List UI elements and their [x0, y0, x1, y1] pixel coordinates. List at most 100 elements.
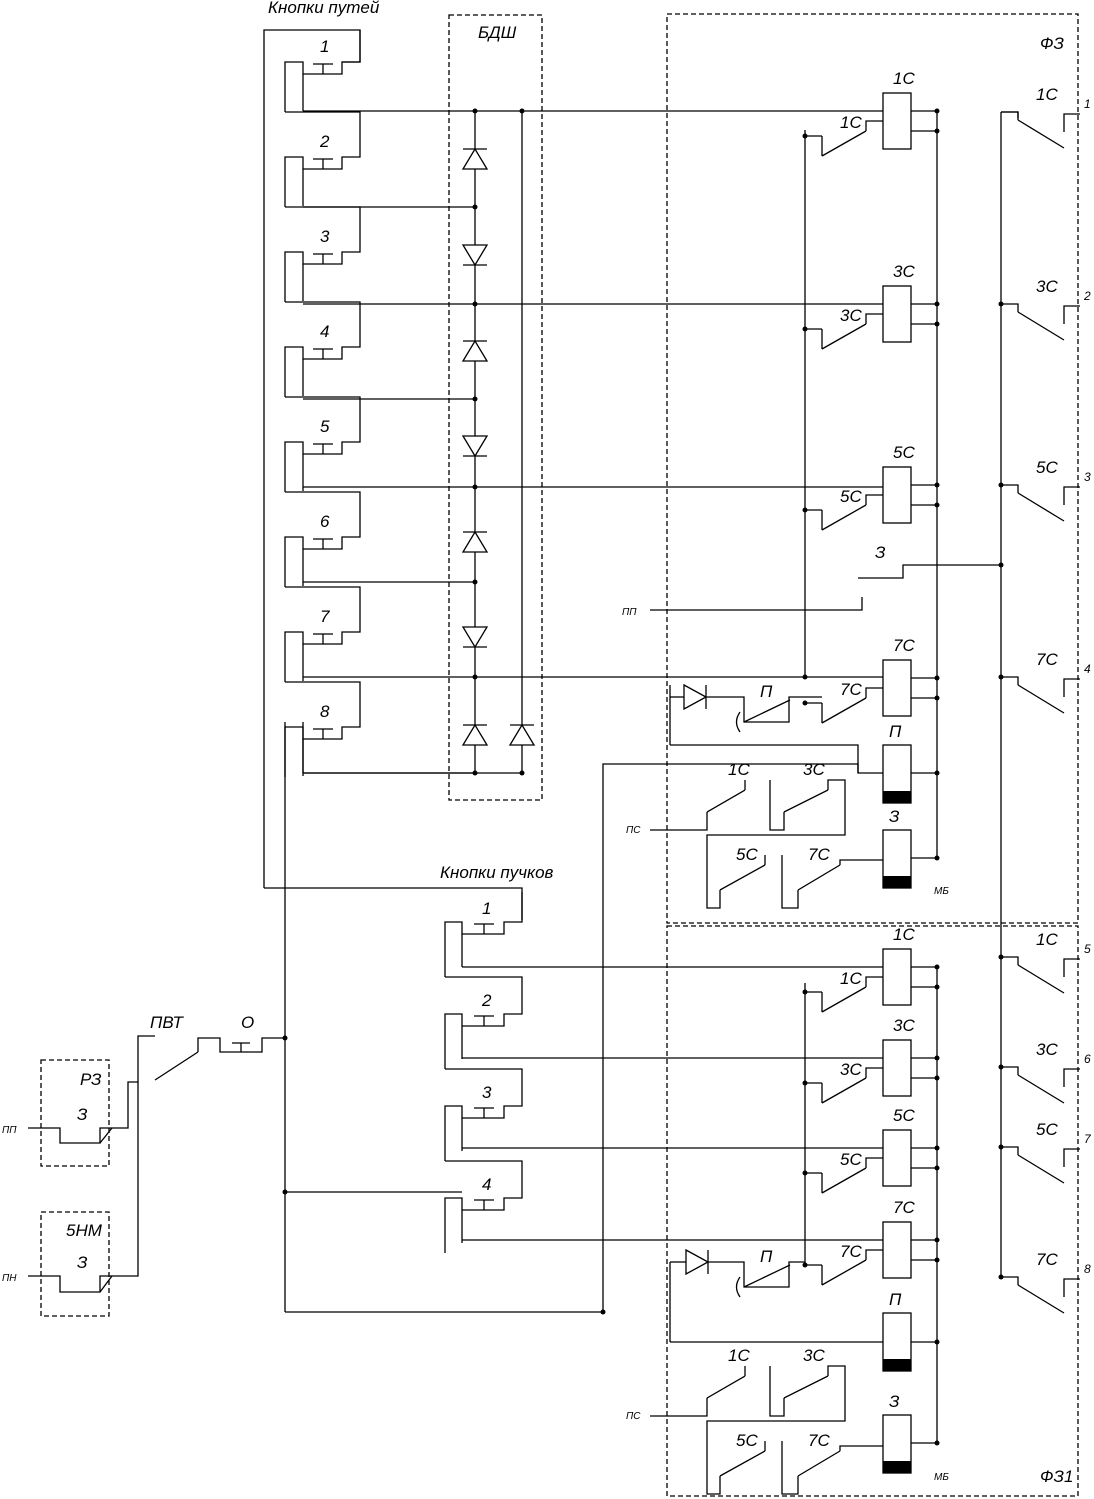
- fz-hold-label-3: 7С: [840, 680, 862, 699]
- fz-pp-blade: [743, 699, 791, 723]
- out-contact-blade-6: [1017, 1074, 1065, 1104]
- node-diode-bus-2: [472, 204, 478, 210]
- fz-hold-blade-1: [821, 323, 867, 350]
- route-common-wire: [263, 29, 361, 888]
- fz-hold-close-0: [865, 120, 883, 131]
- fz1-node-mb-a-1: [934, 1055, 940, 1061]
- fz-coil-label-0: 1С: [893, 69, 915, 88]
- fz-hold-blade-2: [821, 504, 867, 531]
- out-contact-label-7: 5С: [1036, 1120, 1058, 1139]
- pvt-o-wire: [197, 1037, 285, 1053]
- out-contact-fixed-8: [1063, 1278, 1080, 1297]
- diode-2: [461, 244, 489, 267]
- fz1-hold-label-0: 1С: [840, 969, 862, 988]
- fz1-5c-blade: [719, 1450, 766, 1477]
- fz-1c-3c-link: [769, 780, 785, 831]
- fz-node-mb-b-1: [934, 321, 940, 327]
- node-o: [282, 1035, 288, 1041]
- diode-6: [461, 626, 489, 649]
- out-contact-label-5: 1С: [1036, 930, 1058, 949]
- node-diode-bus-1: [472, 108, 478, 114]
- fz-coil-label-2: 5С: [893, 443, 915, 462]
- fz1-node-mb-a-2: [934, 1145, 940, 1151]
- out-contact-fixed-7: [1063, 1148, 1080, 1167]
- fz1-1c-label: 1С: [728, 1346, 750, 1365]
- route-button-link-1: [285, 111, 361, 125]
- fz1-pp-label: П: [760, 1247, 773, 1266]
- out-contact-fixed-6: [1063, 1068, 1080, 1087]
- fz1-hold-blade-2: [821, 1167, 867, 1194]
- rz-contact-wire: [28, 1035, 155, 1144]
- node-diode-bus-4: [472, 396, 478, 402]
- rz-block-label: РЗ: [80, 1070, 102, 1089]
- fz1-node-mb-b-3: [934, 1257, 940, 1263]
- fz-5c-label: 5С: [736, 845, 758, 864]
- fz1-node-hold-1: [802, 1080, 808, 1086]
- node-bundle4: [282, 1189, 288, 1195]
- bundle-button-link-1: [445, 976, 523, 984]
- node-diode-bus-5: [472, 484, 478, 490]
- 5nm-contact-label: З: [77, 1253, 88, 1272]
- out-number-4: 4: [1084, 662, 1091, 676]
- node-feed-bottom: [600, 1309, 606, 1315]
- fz-7c-blade: [797, 864, 841, 891]
- fz-hold-label-0: 1С: [840, 113, 862, 132]
- 5nm-contact-blade: [99, 1275, 113, 1293]
- out-contact-in-8: [1001, 1276, 1019, 1285]
- fz-node-p-mb: [934, 770, 940, 776]
- out-contact-label-2: 3С: [1036, 277, 1058, 296]
- z-contact-wire: [858, 564, 1001, 579]
- fz-hold-blade-3: [821, 697, 867, 724]
- diode-5: [461, 530, 489, 553]
- out-contact-label-8: 7С: [1036, 1250, 1058, 1269]
- fz-coil-3: [882, 659, 912, 717]
- fz1-hold-label-3: 7С: [840, 1242, 862, 1261]
- fz-coil-1: [882, 285, 912, 343]
- out-number-5: 5: [1084, 942, 1091, 956]
- out-node-3: [998, 482, 1004, 488]
- fz-1c-label: 1С: [728, 760, 750, 779]
- fz1-hold-close-0: [865, 976, 883, 987]
- fz-3c-blade: [783, 789, 829, 813]
- fz1-coil-2: [882, 1129, 912, 1187]
- fz1-hold-blade-0: [821, 986, 867, 1013]
- diode-1: [461, 147, 489, 170]
- fz1-3c-blade: [783, 1375, 829, 1399]
- route-button-label-2: 2: [319, 132, 330, 151]
- node-diode-bus-7: [472, 674, 478, 680]
- out-contact-label-6: 3С: [1036, 1040, 1058, 1059]
- fz1-hold-close-1: [865, 1067, 883, 1078]
- out-contact-in-4: [1001, 676, 1019, 685]
- fz1-pp-contact-wire: [708, 1261, 805, 1288]
- fz1-node-mb-b-2: [934, 1165, 940, 1171]
- fz1-5c-label: 5С: [736, 1431, 758, 1450]
- node-diode-bus-6: [472, 579, 478, 585]
- fz1-node-mb-a-3: [934, 1237, 940, 1243]
- fz1-coil-1: [882, 1039, 912, 1097]
- bundle-button-label-4: 4: [482, 1175, 491, 1194]
- diode-7: [461, 723, 489, 746]
- bundle-button-link-3: [445, 1160, 523, 1168]
- out-number-6: 6: [1084, 1052, 1091, 1066]
- route-button-link-5: [285, 491, 361, 505]
- mb-bus-top-label: МБ: [934, 886, 949, 897]
- out-number-2: 2: [1083, 289, 1091, 303]
- fz-node-mb-b-3: [934, 695, 940, 701]
- fz-hold-close-2: [865, 494, 883, 505]
- ps-input-bot: ПС: [626, 1411, 641, 1422]
- pvt-label: ПВТ: [150, 1013, 185, 1032]
- fz-node-mb-a-1: [934, 301, 940, 307]
- fz-node-mb-b-2: [934, 502, 940, 508]
- fz1-coil-0: [882, 948, 912, 1006]
- fz-1c-blade: [706, 789, 746, 813]
- fz-node-mb-a-3: [934, 675, 940, 681]
- route-button-link-3: [285, 301, 361, 315]
- fz-hold-label-1: 3С: [840, 306, 862, 325]
- out-number-3: 3: [1084, 470, 1091, 484]
- fz1-5c-7c-link: [781, 1441, 799, 1495]
- out-contact-blade-3: [1017, 492, 1065, 522]
- fz-pp-arc: [735, 711, 741, 733]
- fz-hold-blade-0: [821, 130, 867, 157]
- bundle-button-frame-4: [444, 1168, 523, 1253]
- out-node-4: [998, 674, 1004, 680]
